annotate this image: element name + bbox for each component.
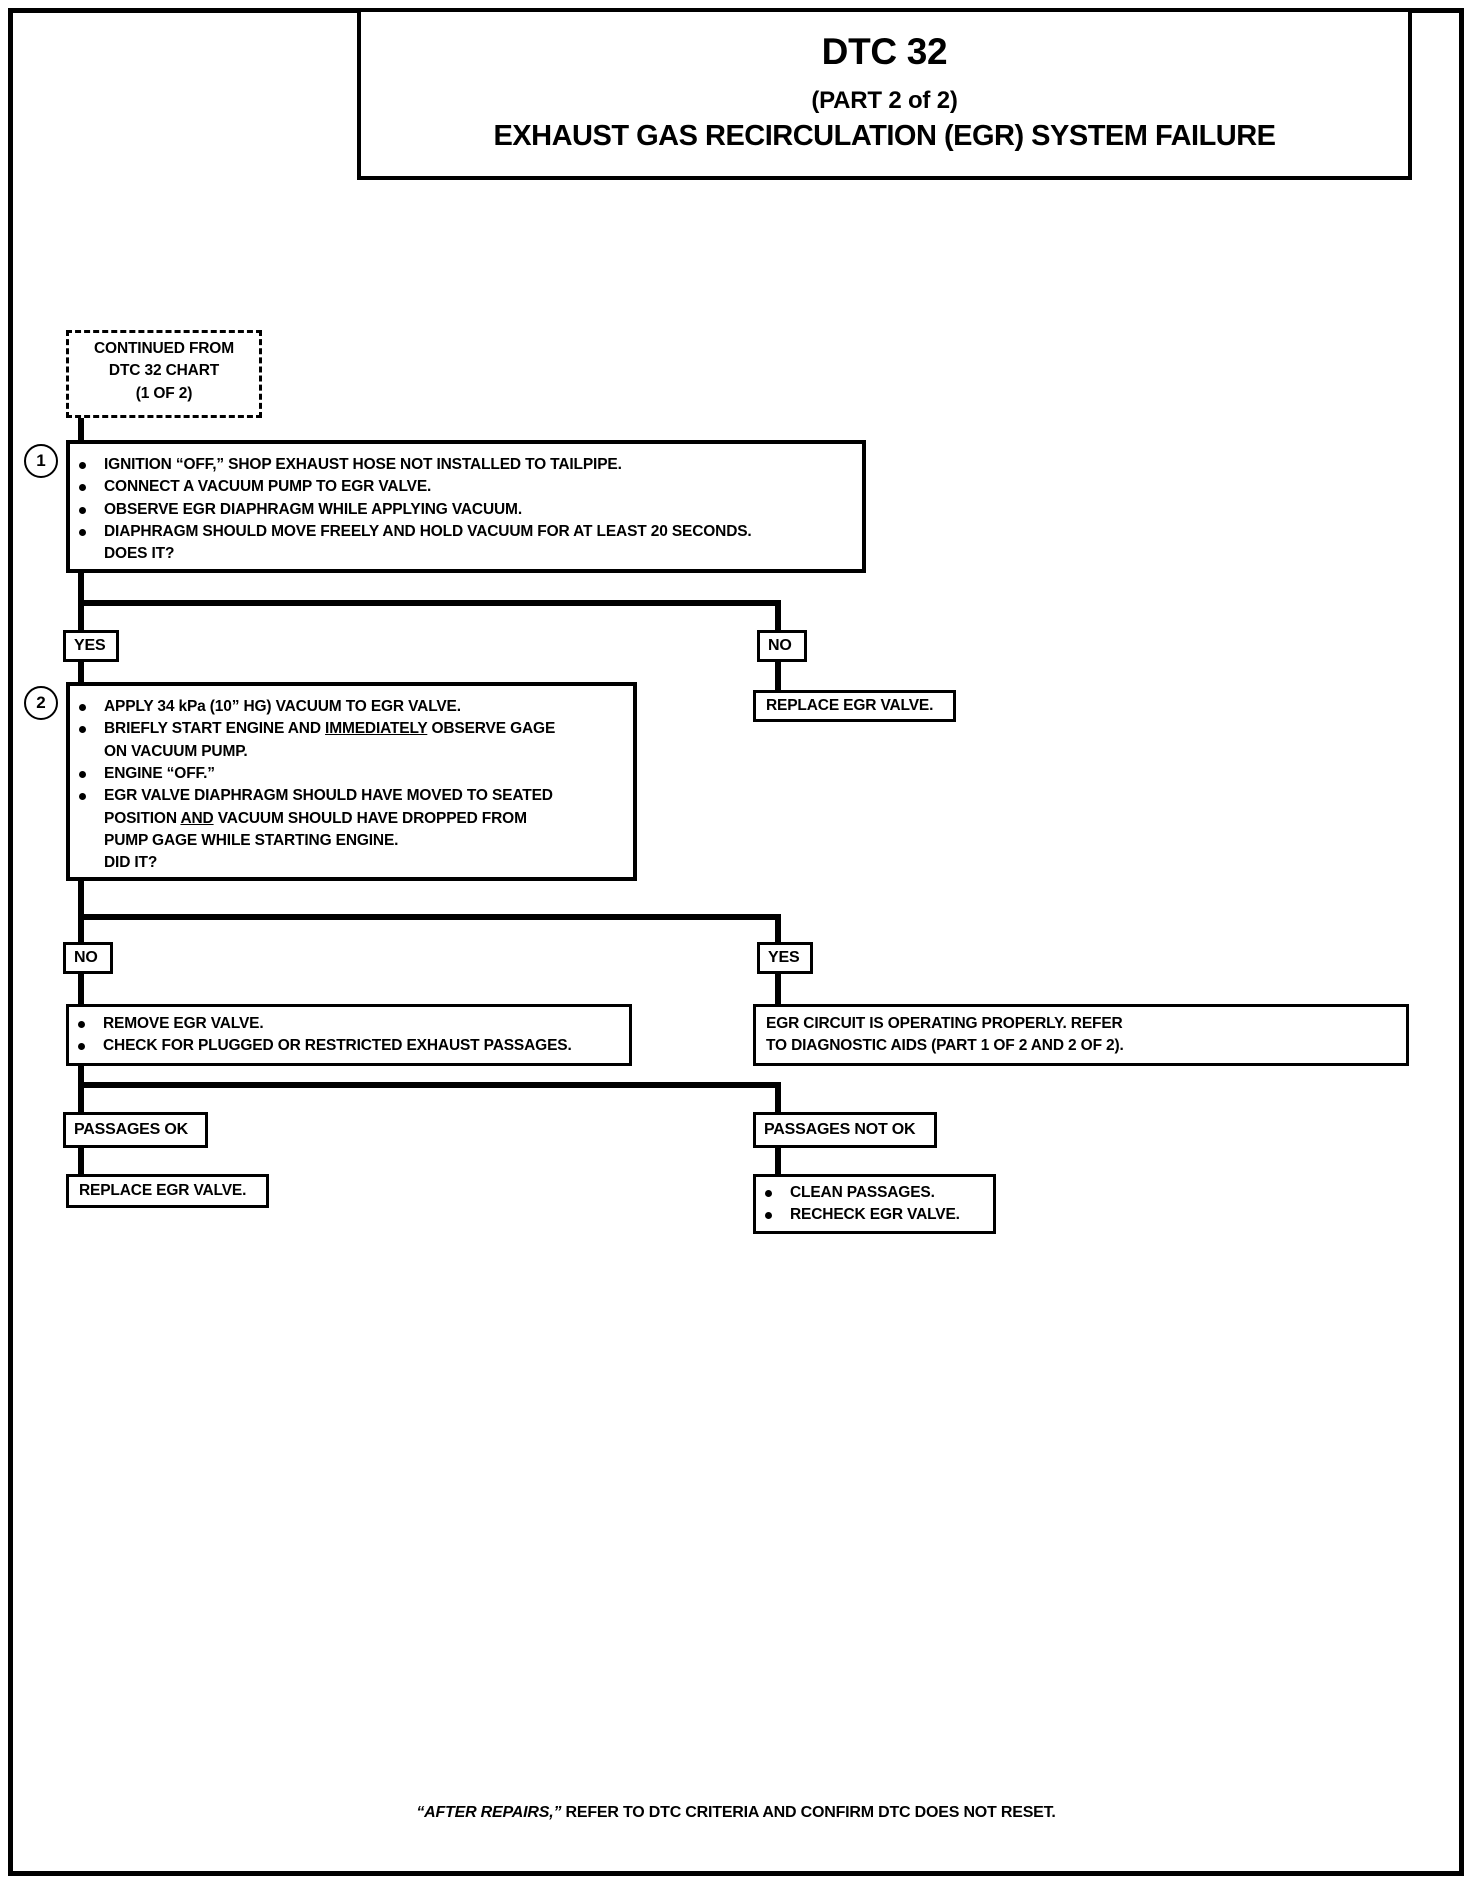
- remove-egr-bullet-list: REMOVE EGR VALVE. CHECK FOR PLUGGED OR R…: [69, 1013, 629, 1058]
- connector-step1-stem: [78, 570, 84, 606]
- connector-step1-branch-bar: [78, 600, 781, 606]
- step2-b4-cont-2: PUMP GAGE WHILE STARTING ENGINE.: [104, 831, 399, 849]
- tag-step1-yes: YES: [63, 630, 119, 662]
- list-item: OBSERVE EGR DIAPHRAGM WHILE APPLYING VAC…: [70, 499, 862, 521]
- connector-remove-egr-stem: [78, 1046, 84, 1088]
- tag-step2-yes: YES: [757, 942, 813, 974]
- continued-from-line-2: DTC 32 CHART: [108, 362, 220, 380]
- step-number-1: 1: [24, 444, 58, 478]
- tag-step1-no: NO: [757, 630, 807, 662]
- title-subtitle: EXHAUST GAS RECIRCULATION (EGR) SYSTEM F…: [493, 120, 1276, 152]
- step2-b4-post: VACUUM SHOULD HAVE DROPPED FROM: [213, 809, 527, 827]
- step2-b2-post: OBSERVE GAGE: [427, 720, 556, 738]
- step2-b2-emphasis: IMMEDIATELY: [325, 720, 428, 738]
- connector-continued-to-step1: [78, 418, 84, 458]
- list-item: RECHECK EGR VALVE.: [756, 1204, 993, 1226]
- remove-egr-valve-box: REMOVE EGR VALVE. CHECK FOR PLUGGED OR R…: [66, 1004, 632, 1066]
- continued-from-line-1: CONTINUED FROM: [94, 340, 234, 357]
- title-block: DTC 32 (PART 2 of 2) EXHAUST GAS RECIRCU…: [357, 8, 1412, 180]
- tag-passages-ok: PASSAGES OK: [63, 1112, 208, 1148]
- list-item: REMOVE EGR VALVE.: [69, 1013, 629, 1035]
- footer-note: “AFTER REPAIRS,” REFER TO DTC CRITERIA A…: [0, 1804, 1472, 1822]
- tag-label: NO: [768, 637, 792, 654]
- step2-b1-text: APPLY 34 kPa (10” HG) VACUUM TO EGR VALV…: [104, 698, 461, 715]
- step-2-question: DID IT?: [104, 854, 158, 872]
- connector-passages-not-ok-drop: [775, 1082, 781, 1114]
- connector-no-to-remove-egr: [78, 972, 84, 1006]
- list-item: CHECK FOR PLUGGED OR RESTRICTED EXHAUST …: [69, 1035, 629, 1057]
- step2-b4-cont-1: POSITION AND VACUUM SHOULD HAVE DROPPED …: [70, 808, 633, 830]
- connector-step1-yes-drop: [78, 600, 84, 632]
- replace-egr-valve-label: REPLACE EGR VALVE.: [766, 696, 934, 714]
- connector-yes-to-step2: [78, 660, 84, 692]
- tag-label: NO: [74, 949, 98, 966]
- egr-circuit-ok-box: EGR CIRCUIT IS OPERATING PROPERLY. REFER…: [753, 1004, 1409, 1066]
- egr-circuit-ok-line-2: TO DIAGNOSTIC AIDS (PART 1 OF 2 AND 2 OF…: [766, 1037, 1124, 1055]
- step-1-question: DOES IT?: [104, 545, 175, 563]
- list-item: ENGINE “OFF.”: [70, 763, 633, 785]
- connector-step2-branch-bar: [78, 914, 781, 920]
- tag-passages-not-ok: PASSAGES NOT OK: [753, 1112, 937, 1148]
- step2-b4-pre: POSITION: [104, 809, 181, 827]
- page-border: [8, 8, 1464, 1876]
- step2-b2-cont: ON VACUUM PUMP.: [104, 742, 248, 760]
- step2-b4-emphasis: AND: [180, 809, 214, 827]
- replace-egr-valve-box-top: REPLACE EGR VALVE.: [753, 690, 956, 722]
- list-item: CONNECT A VACUUM PUMP TO EGR VALVE.: [70, 476, 862, 498]
- tag-label: YES: [768, 949, 800, 966]
- list-item: APPLY 34 kPa (10” HG) VACUUM TO EGR VALV…: [70, 696, 633, 718]
- step2-b2-pre: BRIEFLY START ENGINE AND: [104, 720, 326, 738]
- footer-rest: REFER TO DTC CRITERIA AND CONFIRM DTC DO…: [561, 1804, 1056, 1821]
- connector-no-to-replace-valve: [775, 660, 781, 692]
- connector-passages-ok-to-replace: [78, 1146, 84, 1176]
- connector-passages-not-ok-to-clean: [775, 1146, 781, 1176]
- title-part-label: (PART 2 of 2): [811, 87, 958, 114]
- connector-step2-stem: [78, 878, 84, 920]
- clean-passages-box: CLEAN PASSAGES. RECHECK EGR VALVE.: [753, 1174, 996, 1234]
- connector-step2-no-drop: [78, 914, 84, 944]
- egr-circuit-ok-line-1: EGR CIRCUIT IS OPERATING PROPERLY. REFER: [766, 1015, 1123, 1032]
- tag-label: PASSAGES OK: [74, 1121, 188, 1138]
- step-2-box: APPLY 34 kPa (10” HG) VACUUM TO EGR VALV…: [66, 682, 637, 881]
- footer-emphasis: “AFTER REPAIRS,”: [416, 1804, 562, 1821]
- step-1-bullet-list: IGNITION “OFF,” SHOP EXHAUST HOSE NOT IN…: [70, 454, 862, 566]
- connector-step2-yes-drop: [775, 914, 781, 944]
- list-item: IGNITION “OFF,” SHOP EXHAUST HOSE NOT IN…: [70, 454, 862, 476]
- tag-label: PASSAGES NOT OK: [764, 1121, 916, 1138]
- replace-egr-valve-label: REPLACE EGR VALVE.: [79, 1181, 247, 1199]
- step-number-2: 2: [24, 686, 58, 720]
- list-item: EGR VALVE DIAPHRAGM SHOULD HAVE MOVED TO…: [70, 785, 633, 807]
- tag-step2-no: NO: [63, 942, 113, 974]
- connector-step1-no-drop: [775, 600, 781, 632]
- connector-passages-ok-drop: [78, 1082, 84, 1114]
- step-2-bullet-list: APPLY 34 kPa (10” HG) VACUUM TO EGR VALV…: [70, 696, 633, 875]
- continued-from-box: CONTINUED FROM DTC 32 CHART (1 OF 2): [66, 330, 262, 418]
- page-title: DTC 32: [821, 31, 948, 72]
- connector-yes-to-egr-ok: [775, 972, 781, 1006]
- replace-egr-valve-box-bottom: REPLACE EGR VALVE.: [66, 1174, 269, 1208]
- list-item: BRIEFLY START ENGINE AND IMMEDIATELY OBS…: [70, 718, 633, 740]
- clean-passages-bullet-list: CLEAN PASSAGES. RECHECK EGR VALVE.: [756, 1182, 993, 1227]
- continued-from-line-3: (1 OF 2): [135, 384, 193, 402]
- list-item: CLEAN PASSAGES.: [756, 1182, 993, 1204]
- connector-passages-branch-bar: [78, 1082, 781, 1088]
- list-item: DIAPHRAGM SHOULD MOVE FREELY AND HOLD VA…: [70, 521, 862, 543]
- step-1-box: IGNITION “OFF,” SHOP EXHAUST HOSE NOT IN…: [66, 440, 866, 573]
- tag-label: YES: [74, 637, 106, 654]
